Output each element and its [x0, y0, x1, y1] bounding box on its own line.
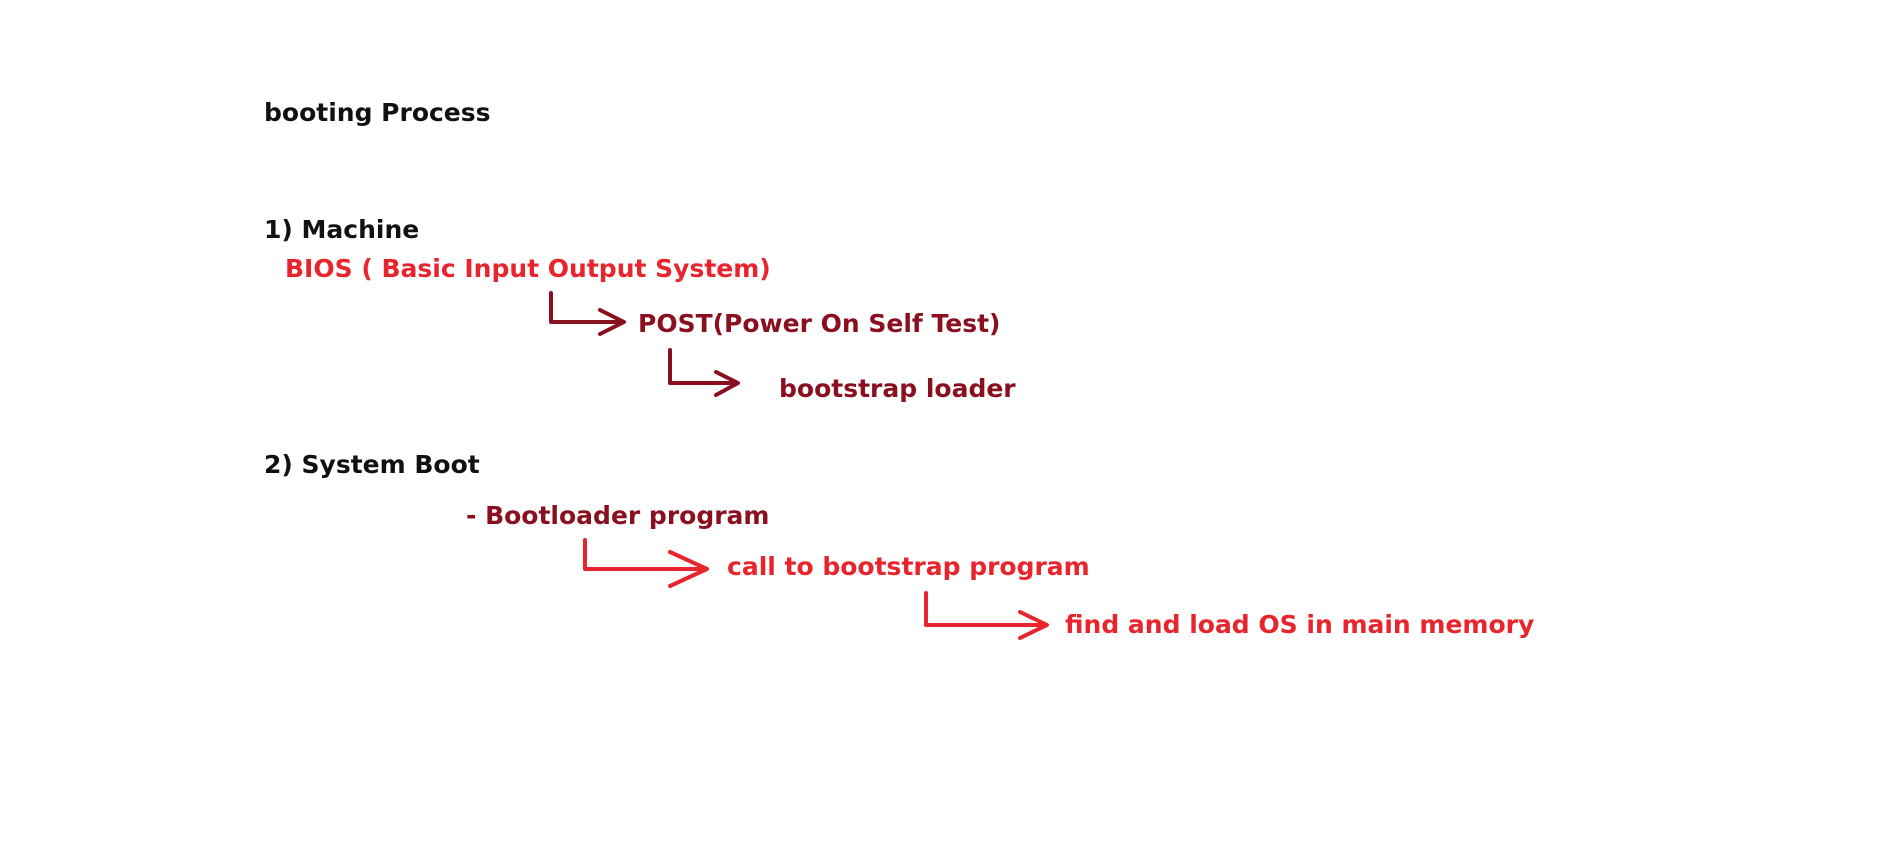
elbow-arrow-icon — [668, 348, 740, 397]
elbow-arrow-icon — [549, 291, 626, 336]
step-bootloader-program: - Bootloader program — [466, 501, 770, 530]
section-heading-system-boot: 2) System Boot — [264, 450, 480, 479]
step-call-bootstrap: call to bootstrap program — [727, 552, 1090, 581]
page-title: booting Process — [264, 98, 491, 127]
step-post: POST(Power On Self Test) — [638, 309, 1001, 338]
step-bios: BIOS ( Basic Input Output System) — [285, 254, 771, 283]
elbow-arrow-icon — [583, 538, 709, 588]
step-bootstrap-loader: bootstrap loader — [779, 374, 1016, 403]
section-heading-machine: 1) Machine — [264, 215, 420, 244]
elbow-arrow-icon — [924, 591, 1049, 640]
step-load-os: find and load OS in main memory — [1065, 610, 1535, 639]
